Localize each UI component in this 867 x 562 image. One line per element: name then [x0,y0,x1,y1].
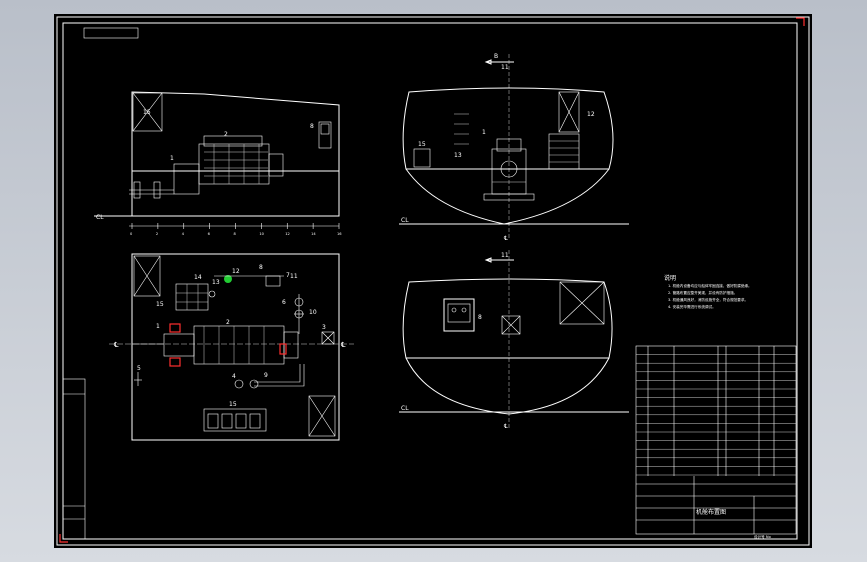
ruler-tick-label: 4 [182,232,185,236]
tank-label-2: 13 [454,152,462,159]
plan-label-3: 3 [322,324,326,331]
ruler-tick-label: 8 [234,232,237,236]
baseline-label-2: CL [401,217,409,224]
left-strip [62,378,86,540]
engine-label: 2 [224,131,228,138]
section-arrow-label: 11 [501,64,509,71]
plan-label-8: 8 [259,264,263,271]
plan-label-2: 2 [226,319,230,326]
note-line-2: 2. 管路布置应整齐美观，并设有防护措施。 [668,290,737,295]
ruler-tick-label: 10 [259,232,264,236]
baseline-label-3: CL [401,405,409,412]
plan-centerline: ℄ [114,341,119,349]
corner-mark-tr [796,17,805,26]
ruler-tick-label: 14 [311,232,316,236]
title-block[interactable]: 机舱布置图 设计号 No [635,345,797,539]
tank-label: 1 [170,155,174,162]
plan-centerline-r: ℄ [341,341,346,349]
section-letter: B [494,53,498,60]
header-box [83,27,139,39]
plan-label-4: 4 [232,373,236,380]
plan-label-12: 12 [232,268,240,275]
centerline-symbol-2: ℄ [504,423,508,430]
ruler-tick-label: 12 [285,232,290,236]
notes-block[interactable]: 说明 1. 机舱内设备均应与船体牢固连接，做好防腐绝缘。 2. 管路布置应整齐美… [664,274,752,309]
plan-view[interactable]: ℄ ℄ 14 12 [109,253,354,441]
plan-label-7: 7 [286,272,290,279]
engine-front: 1 [482,129,535,201]
engine-front-label: 1 [482,129,486,136]
drawing-title: 机舱布置图 [696,508,726,516]
plan-label-16: 15 [156,301,164,308]
ladder-label: 12 [587,111,595,118]
ruler-tick-label: 6 [208,232,211,236]
plan-label-10: 10 [309,309,317,316]
note-line-3: 3. 机舱通风良好，消防设施齐全，符合规范要求。 [668,297,748,302]
switchboard-label: 8 [478,314,482,321]
panel-label: 8 [310,123,314,130]
plan-label-11: 11 [290,273,298,280]
switchboard-icon [443,298,475,332]
baseline-label: CL [96,214,104,221]
outer-frame [56,16,810,546]
ruler-tick-label: 0 [130,232,133,236]
engine-elevation: 2 1 [129,131,284,199]
green-pump-icon [224,275,232,283]
section-view-bottom[interactable]: 11 CL ℄ 8 [399,250,629,430]
box-label: 15 [418,141,426,148]
control-panel-icon [318,121,332,149]
inner-frame [62,22,798,540]
ruler-tick-label: 16 [337,232,342,236]
plan-label-14: 14 [194,274,202,281]
ruler-tick-label: 2 [156,232,158,236]
corner-mark-bl [59,534,68,543]
notes-heading: 说明 [664,274,676,282]
corner-code: 设计号 No [754,534,771,539]
section-view-top[interactable]: 11 B CL ℄ 12 [399,53,629,242]
plan-outline [131,253,340,441]
plan-label-9: 9 [264,372,268,379]
plan-label-13: 13 [212,279,220,286]
note-line-4: 4. 安装完毕需进行系统调试。 [668,304,716,309]
hull-upper [402,87,614,170]
note-line-1: 1. 机舱内设备均应与船体牢固连接，做好防腐绝缘。 [668,283,752,288]
section-arrow-label-2: 11 [501,252,509,259]
centerline-symbol: ℄ [504,235,508,242]
hull-outline [131,91,340,217]
battery-label: 15 [229,401,237,408]
engine-plan: 2 1 [132,319,299,367]
room-label: 15 [143,109,151,116]
plan-label-1: 1 [156,323,160,330]
plan-label-5: 5 [137,365,141,372]
plan-label-6: 6 [282,299,286,306]
battery-bank [203,408,267,432]
